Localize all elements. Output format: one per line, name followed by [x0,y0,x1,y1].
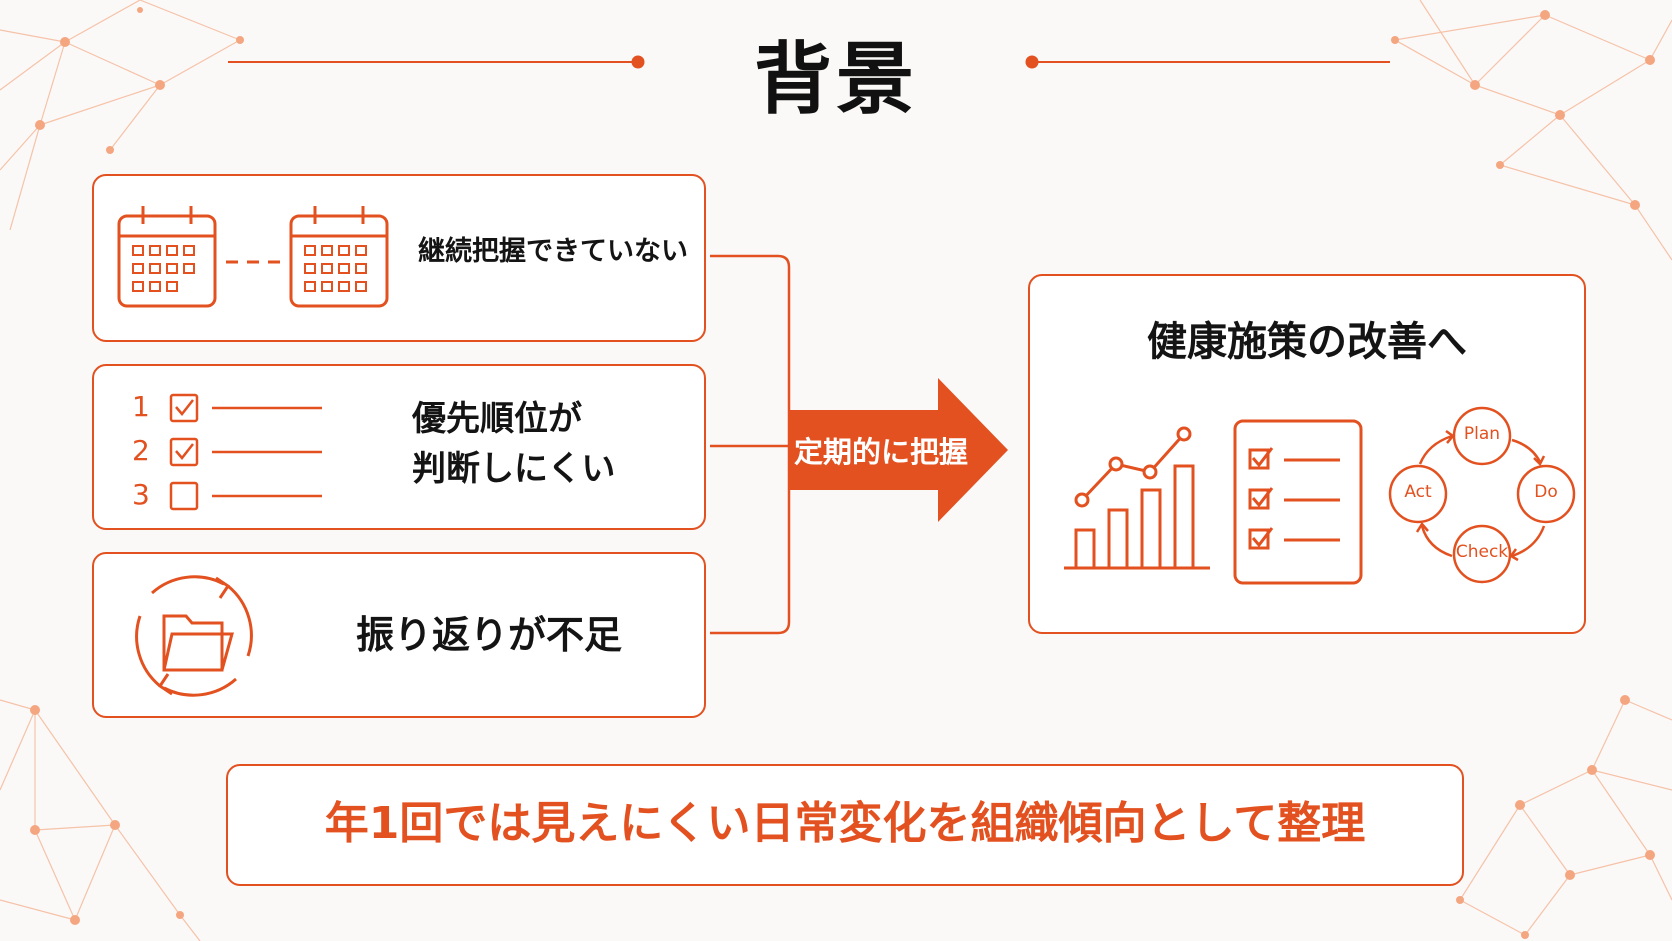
arrow-icon [790,378,1008,522]
problem-text-reflection: 振り返りが不足 [356,613,623,657]
problem-card-priority: 1 2 3 優先順位が 判断しにくい [92,364,706,530]
problem-card-continuous: 継続把握できていない [92,174,706,342]
pdca-act-circle [1388,464,1448,524]
calendar-icon [117,206,389,308]
arrow-label: 定期的に把握 [794,435,969,469]
folder-cycle-icon [135,575,253,697]
list-number-3: 3 [132,478,150,511]
pdca-do-circle [1516,464,1576,524]
pdca-do-label: Do [1534,482,1558,502]
pdca-plan-label: Plan [1463,424,1501,444]
page-title: 背景 [753,35,918,125]
clipboard-checklist-icon [1233,419,1363,585]
bar-chart-icon [1064,426,1210,570]
list-number-2: 2 [132,434,150,467]
problem-text-continuous: 継続把握できていない [418,236,688,267]
goal-title: 健康施策の改善へ [1147,319,1467,365]
pdca-check-label: Check [1455,542,1509,562]
list-number-1: 1 [132,390,150,423]
pdca-check-circle [1452,524,1512,584]
pdca-cycle-diagram [1388,406,1576,584]
goal-card: 健康施策の改善へ [1028,274,1586,634]
problem-text-priority-line2: 判断しにくい [412,449,616,489]
title-decoration [228,55,1390,69]
conclusion-box: 年1回では見えにくい日常変化を組織傾向として整理 [226,764,1464,886]
checklist-icon [169,393,322,511]
problem-text-priority-line1: 優先順位が [412,399,582,439]
problem-card-reflection: 振り返りが不足 [92,552,706,718]
connector-lines [710,254,791,635]
pdca-act-label: Act [1404,482,1432,502]
conclusion-text: 年1回では見えにくい日常変化を組織傾向として整理 [324,798,1366,849]
